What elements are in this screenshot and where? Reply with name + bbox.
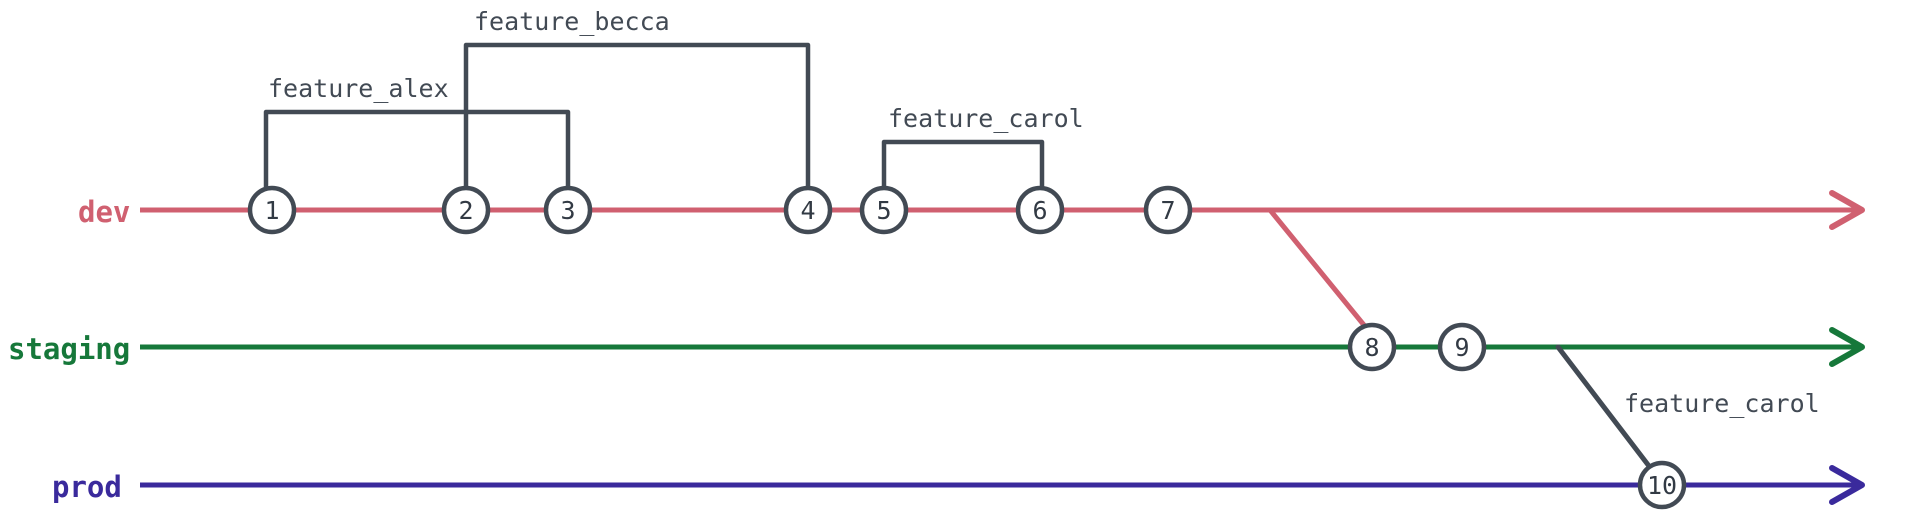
- commit-label-2: 2: [458, 196, 473, 225]
- arrow-head-prod: [1829, 465, 1865, 505]
- commit-label-10: 10: [1647, 471, 1677, 500]
- commit-circle-10[interactable]: [1637, 460, 1687, 510]
- commit-circle-2[interactable]: [441, 185, 491, 235]
- feature-label-feature_becca: feature_becca: [474, 7, 670, 36]
- commit-node-9[interactable]: 9: [1437, 322, 1487, 372]
- feature-bracket-feature_becca[interactable]: [463, 42, 811, 193]
- branch-lines: [140, 207, 1856, 488]
- branch-label-dev[interactable]: dev: [78, 195, 130, 229]
- commit-label-7: 7: [1160, 196, 1175, 225]
- commit-circle-5[interactable]: [859, 185, 909, 235]
- feature-labels: feature_alex feature_becca feature_carol…: [268, 7, 1820, 418]
- feature-brackets: [263, 42, 1045, 193]
- merge-line-dev-to-staging[interactable]: [1267, 207, 1371, 333]
- branch-name-labels: dev staging prod: [8, 195, 130, 504]
- commit-label-5: 5: [876, 196, 891, 225]
- branch-label-staging[interactable]: staging: [8, 332, 130, 366]
- feature-label-feature_alex: feature_alex: [268, 74, 449, 103]
- feature-bracket-feature_carol[interactable]: [881, 139, 1045, 193]
- feature-bracket-feature_alex[interactable]: [263, 109, 571, 193]
- merge-line-staging-to-prod[interactable]: [1555, 344, 1655, 473]
- commit-node-6[interactable]: 6: [1015, 185, 1065, 235]
- arrow-head-dev: [1829, 190, 1865, 230]
- branch-label-prod[interactable]: prod: [52, 470, 122, 504]
- commit-label-4: 4: [800, 196, 815, 225]
- feature-label-feature_carol-prod: feature_carol: [1624, 389, 1820, 418]
- commit-circle-6[interactable]: [1015, 185, 1065, 235]
- commit-circle-9[interactable]: [1437, 322, 1487, 372]
- commit-circle-4[interactable]: [783, 185, 833, 235]
- commit-node-5[interactable]: 5: [859, 185, 909, 235]
- commit-circle-8[interactable]: [1347, 322, 1397, 372]
- commit-circle-7[interactable]: [1143, 185, 1193, 235]
- commit-label-6: 6: [1032, 196, 1047, 225]
- commit-node-2[interactable]: 2: [441, 185, 491, 235]
- commit-node-10[interactable]: 10: [1637, 460, 1687, 510]
- commit-node-8[interactable]: 8: [1347, 322, 1397, 372]
- arrow-head-staging: [1829, 327, 1865, 367]
- commit-node-3[interactable]: 3: [543, 185, 593, 235]
- commit-label-3: 3: [560, 196, 575, 225]
- commit-circle-1[interactable]: [247, 185, 297, 235]
- commit-nodes: 1 2 3 4 5 6 7: [247, 185, 1687, 510]
- feature-label-feature_carol-dev: feature_carol: [888, 104, 1084, 133]
- branch-arrowheads: [1829, 190, 1865, 505]
- commit-label-8: 8: [1364, 333, 1379, 362]
- commit-node-7[interactable]: 7: [1143, 185, 1193, 235]
- commit-node-4[interactable]: 4: [783, 185, 833, 235]
- commit-node-1[interactable]: 1: [247, 185, 297, 235]
- commit-circle-3[interactable]: [543, 185, 593, 235]
- commit-label-1: 1: [264, 196, 279, 225]
- commit-label-9: 9: [1454, 333, 1469, 362]
- merge-lines: [1267, 207, 1655, 473]
